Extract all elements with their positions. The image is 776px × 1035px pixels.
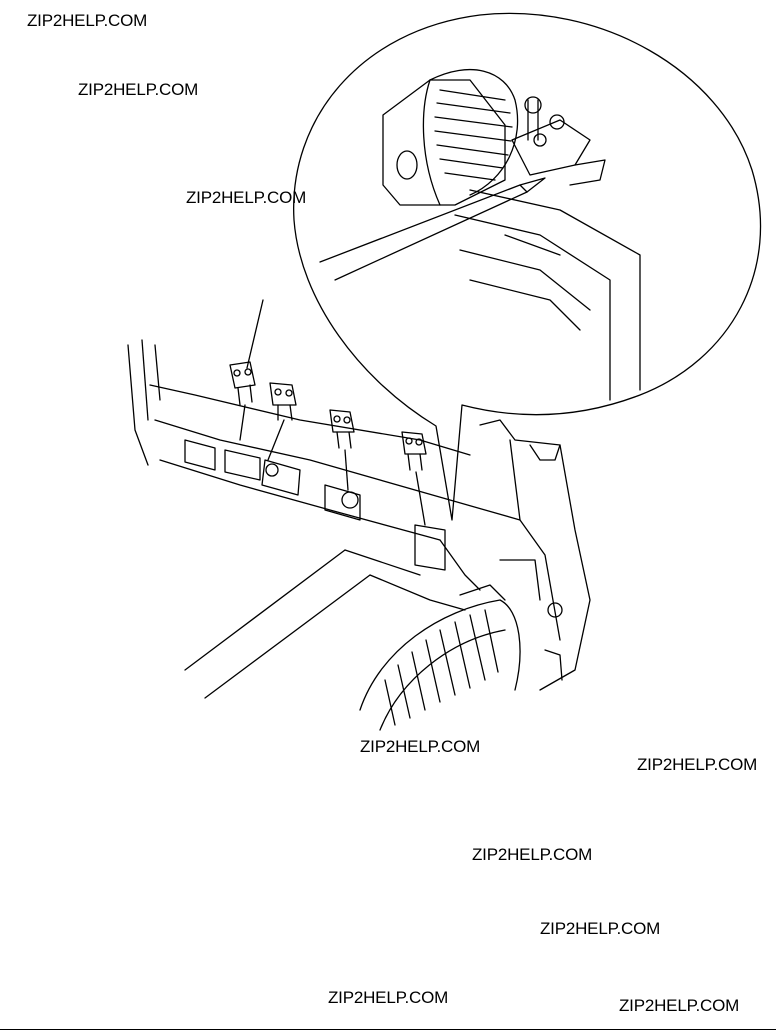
clip-part-2 bbox=[267, 382, 297, 461]
watermark-text: ZIP2HELP.COM bbox=[186, 188, 307, 207]
watermark-text: ZIP2HELP.COM bbox=[328, 988, 449, 1007]
watermark-text: ZIP2HELP.COM bbox=[637, 755, 758, 774]
spring-clip-parts bbox=[229, 361, 427, 526]
watermark-text: ZIP2HELP.COM bbox=[360, 737, 481, 756]
leader-line bbox=[246, 299, 264, 369]
screwdriver bbox=[319, 177, 546, 281]
watermark-text: ZIP2HELP.COM bbox=[27, 11, 148, 30]
clip-part-4 bbox=[401, 431, 427, 526]
clip-part-3 bbox=[329, 409, 355, 491]
magnifier-outline bbox=[293, 12, 762, 521]
platen-roller bbox=[359, 584, 521, 731]
page-bottom-rule bbox=[0, 1029, 776, 1030]
watermark-text: ZIP2HELP.COM bbox=[78, 80, 199, 99]
detail-magnifier bbox=[293, 12, 762, 521]
watermark-text: ZIP2HELP.COM bbox=[619, 996, 740, 1015]
detail-contents bbox=[319, 68, 641, 401]
watermark-text: ZIP2HELP.COM bbox=[472, 845, 593, 864]
watermark-text: ZIP2HELP.COM bbox=[540, 919, 661, 938]
bracket bbox=[511, 96, 606, 186]
roller bbox=[429, 68, 519, 196]
printer-frame bbox=[127, 339, 591, 699]
clip-part-1 bbox=[229, 361, 256, 441]
